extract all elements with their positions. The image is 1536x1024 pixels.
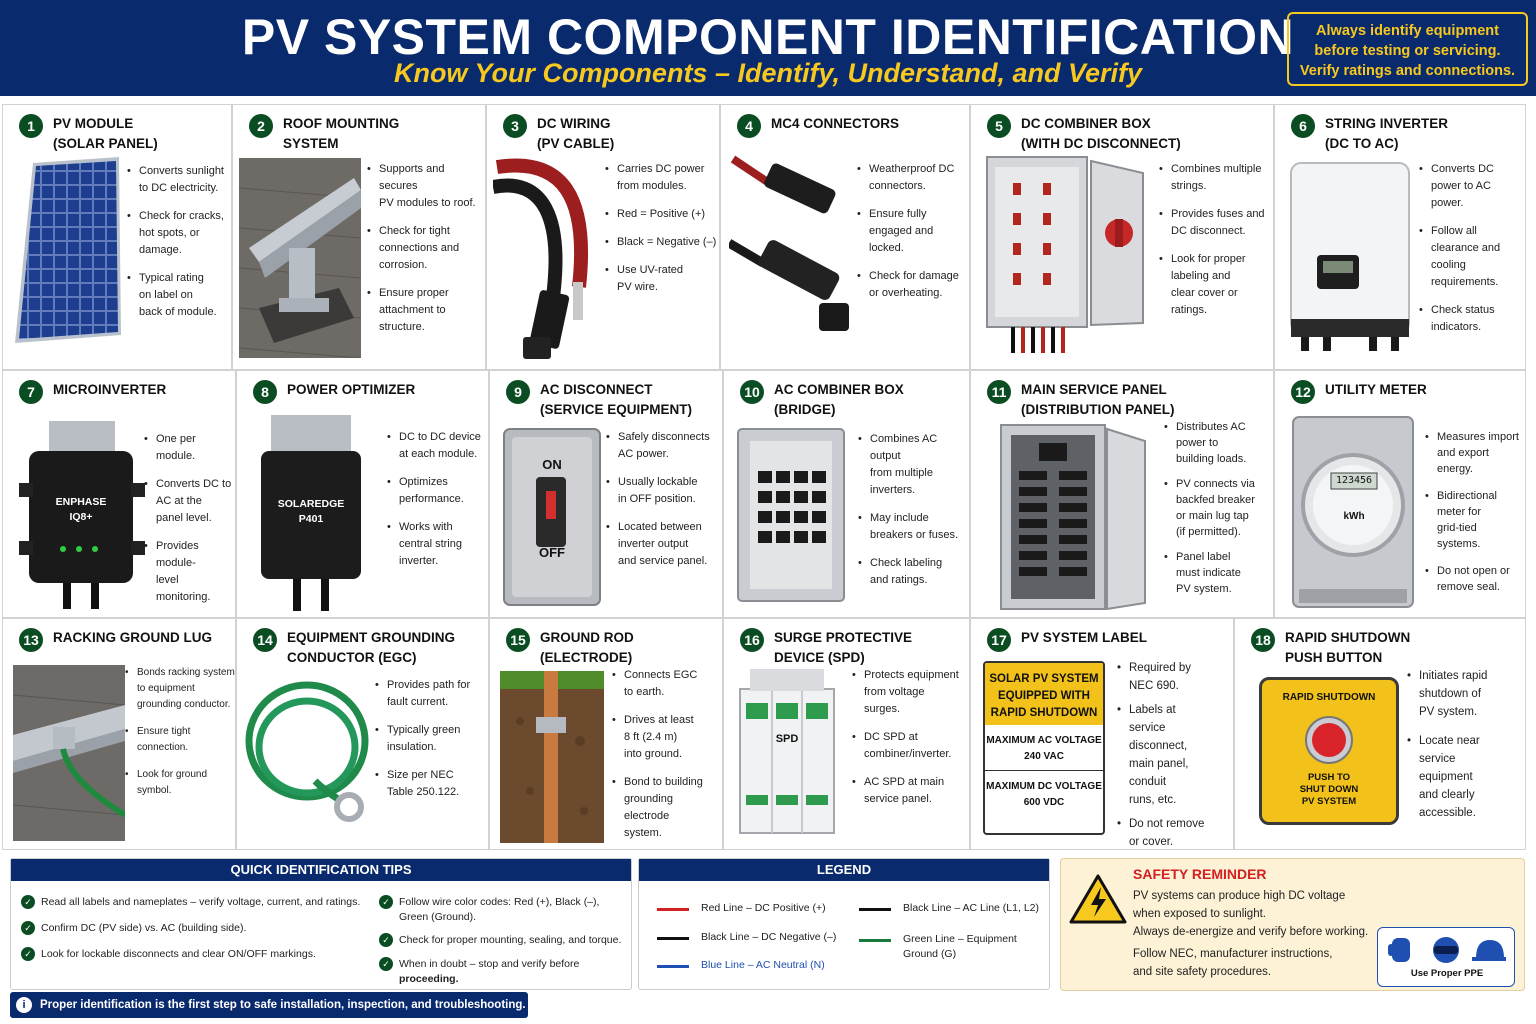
page-title: PV SYSTEM COMPONENT IDENTIFICATION xyxy=(241,9,1295,65)
gloves-icon xyxy=(1388,938,1410,962)
footer-text: Proper identification is the first step … xyxy=(40,999,526,1011)
green-wire-icon xyxy=(245,671,375,841)
ground-rod-icon xyxy=(500,671,604,843)
spd-icon: SPD xyxy=(736,665,838,845)
ground-lug-icon xyxy=(13,665,125,841)
card-racking-ground-lug: 13 RACKING GROUND LUG Bonds racking syst… xyxy=(2,618,236,850)
ppe-label: Use Proper PPE xyxy=(1410,968,1484,979)
tips-title: QUICK IDENTIFICATION TIPS xyxy=(11,859,631,881)
legend-item: Red Line – DC Positive (+) xyxy=(657,901,857,916)
card-main-service-panel: 11 MAIN SERVICE PANEL(DISTRIBUTION PANEL… xyxy=(970,370,1274,618)
check-icon: ✓ xyxy=(379,957,393,971)
card-ground-rod: 15 GROUND ROD(ELECTRODE) Connects EGCto … xyxy=(489,618,723,850)
legend-item: Blue Line – AC Neutral (N) xyxy=(657,958,857,973)
high-voltage-icon xyxy=(1069,874,1127,924)
footer-bar: i Proper identification is the first ste… xyxy=(10,992,528,1018)
solar-panel-icon xyxy=(15,157,121,369)
legend-panel: LEGEND Red Line – DC Positive (+) Black … xyxy=(638,858,1050,990)
tip-item: ✓Check for proper mounting, sealing, and… xyxy=(379,933,629,948)
hard-hat-icon xyxy=(1472,940,1506,961)
card-utility-meter: 12 UTILITY METER 123456 kWh Measures imp… xyxy=(1274,370,1526,618)
check-icon: ✓ xyxy=(21,947,35,961)
shutdown-button[interactable] xyxy=(1312,723,1346,757)
card-mc4-connectors: 4 MC4 CONNECTORS Weatherproof DCconnecto… xyxy=(720,104,970,370)
inverter-icon xyxy=(1287,159,1415,359)
card-dc-combiner: 5 DC COMBINER BOX(WITH DC DISCONNECT) Co… xyxy=(970,104,1274,370)
tip-item: ✓Read all labels and nameplates – verify… xyxy=(21,895,381,910)
legend-title: LEGEND xyxy=(639,859,1049,881)
card-ac-disconnect: 9 AC DISCONNECT(SERVICE EQUIPMENT) ON OF… xyxy=(489,370,723,618)
breaker-box-icon xyxy=(736,427,846,611)
card-dc-wiring: 3 DC WIRING(PV CABLE) Carries DC powerfr… xyxy=(486,104,720,370)
card-ac-combiner: 10 AC COMBINER BOX(BRIDGE) Combines AC o… xyxy=(723,370,970,618)
legend-item: Black Line – AC Line (L1, L2) xyxy=(859,901,1049,916)
check-icon: ✓ xyxy=(379,895,393,909)
check-icon: ✓ xyxy=(21,895,35,909)
tip-item: ✓Confirm DC (PV side) vs. AC (building s… xyxy=(21,921,381,936)
safety-title: SAFETY REMINDER xyxy=(1133,866,1267,882)
card-number: 1 xyxy=(19,114,43,138)
roof-rail-icon xyxy=(239,158,361,358)
quick-tips-panel: QUICK IDENTIFICATION TIPS ✓Read all labe… xyxy=(10,858,632,990)
combiner-box-icon xyxy=(983,153,1163,365)
tip-item: ✓Look for lockable disconnects and clear… xyxy=(21,947,381,962)
safety-panel: SAFETY REMINDER PV systems can produce h… xyxy=(1060,858,1525,991)
mc4-connector-icon xyxy=(729,153,855,353)
tip-item: ✓Follow wire color codes: Red (+), Black… xyxy=(379,895,629,925)
pv-cable-icon xyxy=(493,157,603,367)
ppe-box: Use Proper PPE xyxy=(1377,927,1515,987)
safety-glasses-icon xyxy=(1433,937,1459,963)
card-string-inverter: 6 STRING INVERTER(DC TO AC) Converts DCp… xyxy=(1274,104,1526,370)
page-subtitle: Know Your Components – Identify, Underst… xyxy=(393,58,1143,88)
legend-item: Black Line – DC Negative (–) xyxy=(657,930,857,945)
card-title: PV MODULE(SOLAR PANEL) xyxy=(53,116,158,151)
service-panel-icon xyxy=(999,423,1149,613)
info-icon: i xyxy=(16,997,32,1013)
header-banner: PV SYSTEM COMPONENT IDENTIFICATION Know … xyxy=(0,0,1536,96)
safety-text: PV systems can produce high DC voltage w… xyxy=(1133,890,1369,978)
card-pv-module: 1 PV MODULE(SOLAR PANEL) Converts sunlig… xyxy=(2,104,232,370)
header-note: Always identify equipment before testing… xyxy=(1287,12,1528,86)
disconnect-switch-icon: ON OFF xyxy=(502,427,602,611)
check-icon: ✓ xyxy=(379,933,393,947)
check-icon: ✓ xyxy=(21,921,35,935)
utility-meter-icon: 123456 kWh xyxy=(1289,415,1417,611)
